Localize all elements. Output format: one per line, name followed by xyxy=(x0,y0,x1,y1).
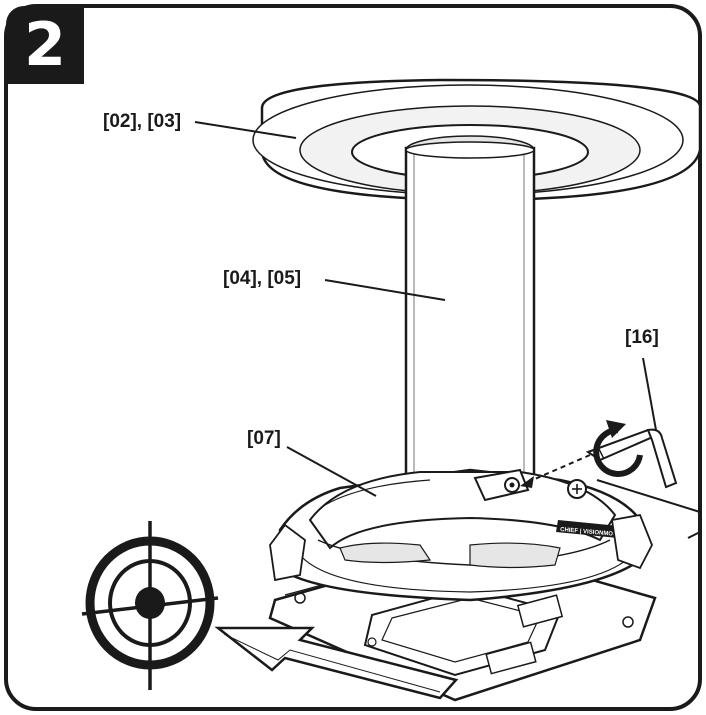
brand-right-text: VISIONMOUNT xyxy=(583,529,626,539)
alignment-target-icon xyxy=(81,521,219,690)
projector-adapter: CHIEF | VISIONMOUNT xyxy=(269,468,653,602)
rotate-arrow-icon xyxy=(593,420,643,477)
callout-hex-key: [16] xyxy=(625,327,659,348)
leader-adapter xyxy=(286,446,377,497)
leader-canopy xyxy=(194,121,297,139)
callout-canopy: [02], [03] xyxy=(103,111,182,132)
callout-tube: [04], [05] xyxy=(223,268,302,289)
brand-left-text: CHIEF xyxy=(560,527,579,535)
svg-text:CHIEF | VISIONMOUNT: CHIEF | VISIONMOUNT xyxy=(560,527,626,539)
step-number-badge: 2 xyxy=(6,6,84,84)
direction-arrow-icon xyxy=(214,626,459,700)
leader-hexkey xyxy=(642,357,657,431)
leader-tube xyxy=(324,279,446,301)
callout-adapter: [07] xyxy=(247,428,281,449)
extension-column xyxy=(404,141,536,495)
insertion-dashed-line xyxy=(527,454,591,483)
leader-right-edge xyxy=(596,479,701,539)
insertion-arrowhead xyxy=(520,476,534,488)
